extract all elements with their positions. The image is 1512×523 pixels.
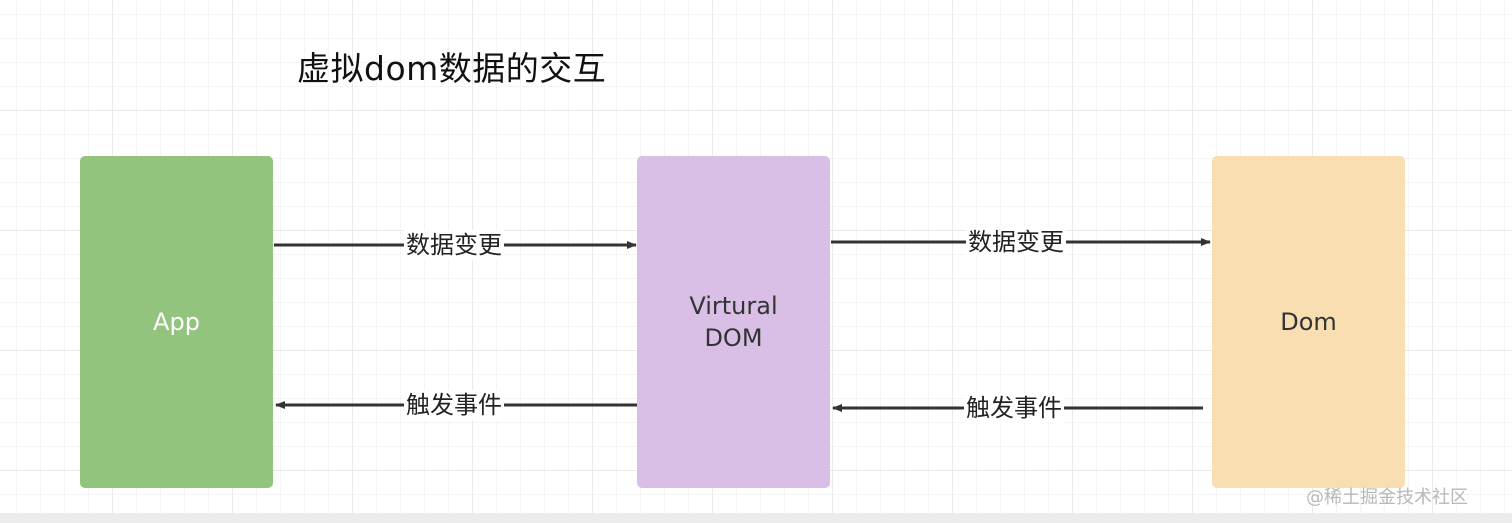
edge-label-dom-to-vdom: 触发事件 [964,393,1064,423]
edge-label-app-to-vdom: 数据变更 [404,230,504,260]
dom-node-label: Dom [1280,308,1337,336]
edge-label-vdom-to-dom: 数据变更 [966,227,1066,257]
diagram-title: 虚拟dom数据的交互 [297,49,607,88]
virtual-dom-node-label: Virtural DOM [689,292,778,352]
edge-label-vdom-to-app: 触发事件 [404,390,504,420]
app-node-label: App [153,308,200,336]
dom-node[interactable]: Dom [1212,156,1405,488]
app-node[interactable]: App [80,156,273,488]
bottom-strip [0,513,1512,523]
watermark: @稀土掘金技术社区 [1306,487,1468,508]
virtual-dom-node[interactable]: Virtural DOM [637,156,830,488]
